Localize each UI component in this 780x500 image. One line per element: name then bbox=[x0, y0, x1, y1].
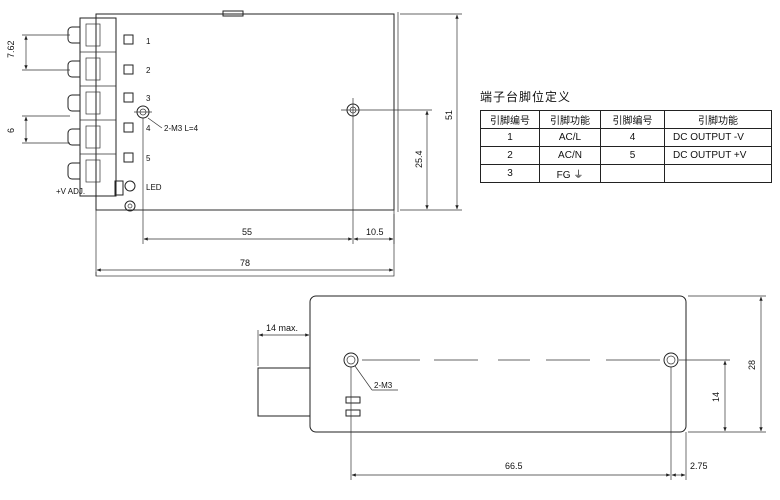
dim-28: 28 bbox=[747, 360, 757, 370]
dim-78: 78 bbox=[240, 258, 250, 268]
cell-pin-no: 4 bbox=[600, 128, 665, 147]
cell-pin-fn: AC/L bbox=[539, 128, 601, 147]
table-row: 2 AC/N 5 DC OUTPUT +V bbox=[480, 146, 772, 165]
cell-pin-fn bbox=[664, 164, 772, 183]
led-label: LED bbox=[146, 183, 162, 192]
vadj-label: +V ADJ. bbox=[56, 187, 85, 196]
dim-55: 55 bbox=[242, 227, 252, 237]
side-body-outline bbox=[309, 295, 687, 433]
cell-pin-fn: DC OUTPUT +V bbox=[664, 146, 772, 165]
pin-label-3: 3 bbox=[146, 94, 151, 103]
vadj-trimmer bbox=[114, 180, 124, 196]
header-pin-fn-1: 引脚功能 bbox=[539, 110, 601, 129]
side-view: 2-M3 14 max. 66.5 2.75 28 14 bbox=[257, 295, 766, 480]
side-terminal-protrusion bbox=[257, 367, 311, 417]
top-mounting-hole-right bbox=[341, 98, 365, 122]
top-mounting-hole-left bbox=[134, 105, 152, 119]
dim-14-max: 14 max. bbox=[266, 323, 298, 333]
header-pin-no-2: 引脚编号 bbox=[600, 110, 665, 129]
table-header-row: 引脚编号 引脚功能 引脚编号 引脚功能 bbox=[480, 110, 772, 129]
terminal-block bbox=[67, 17, 134, 197]
dim-51: 51 bbox=[444, 110, 454, 120]
pin-label-4: 4 bbox=[146, 124, 151, 133]
top-hole-label: 2-M3 L=4 bbox=[164, 124, 199, 133]
pin-definition-table: 引脚编号 引脚功能 引脚编号 引脚功能 1 AC/L 4 DC OUTPUT -… bbox=[480, 110, 772, 183]
pin-label-2: 2 bbox=[146, 66, 151, 75]
cell-pin-fn: FG ⏚ bbox=[539, 164, 601, 183]
pin-label-1: 1 bbox=[146, 37, 151, 46]
dim-25-4: 25.4 bbox=[414, 150, 424, 168]
dim-10-5: 10.5 bbox=[366, 227, 384, 237]
cell-pin-fn: DC OUTPUT -V bbox=[664, 128, 772, 147]
side-mounting-hole-right bbox=[663, 352, 679, 368]
header-pin-no-1: 引脚编号 bbox=[480, 110, 540, 129]
pin-table-title: 端子台脚位定义 bbox=[480, 90, 572, 104]
cell-pin-no: 2 bbox=[480, 146, 540, 165]
table-row: 1 AC/L 4 DC OUTPUT -V bbox=[480, 128, 772, 147]
top-view: 1 2 3 4 5 +V ADJ. LED 2-M3 L=4 7.62 bbox=[6, 10, 462, 277]
cell-pin-fn: AC/N bbox=[539, 146, 601, 165]
header-pin-fn-2: 引脚功能 bbox=[664, 110, 772, 129]
cell-pin-no: 3 bbox=[480, 164, 540, 183]
pin-label-5: 5 bbox=[146, 154, 151, 163]
cell-pin-no bbox=[600, 164, 665, 183]
cell-pin-no: 1 bbox=[480, 128, 540, 147]
dim-pitch: 7.62 bbox=[6, 40, 16, 58]
side-mounting-hole-left bbox=[343, 352, 359, 368]
cell-pin-no: 5 bbox=[600, 146, 665, 165]
dim-14: 14 bbox=[711, 392, 721, 402]
dim-2-75: 2.75 bbox=[690, 461, 708, 471]
side-hole-label: 2-M3 bbox=[374, 381, 393, 390]
led-indicator bbox=[124, 180, 136, 192]
pin-definition-section: 端子台脚位定义 引脚编号 引脚功能 引脚编号 引脚功能 1 AC/L 4 DC … bbox=[480, 88, 772, 183]
dim-66-5: 66.5 bbox=[505, 461, 523, 471]
table-row: 3 FG ⏚ bbox=[480, 164, 772, 183]
dim-gap: 6 bbox=[6, 128, 16, 133]
